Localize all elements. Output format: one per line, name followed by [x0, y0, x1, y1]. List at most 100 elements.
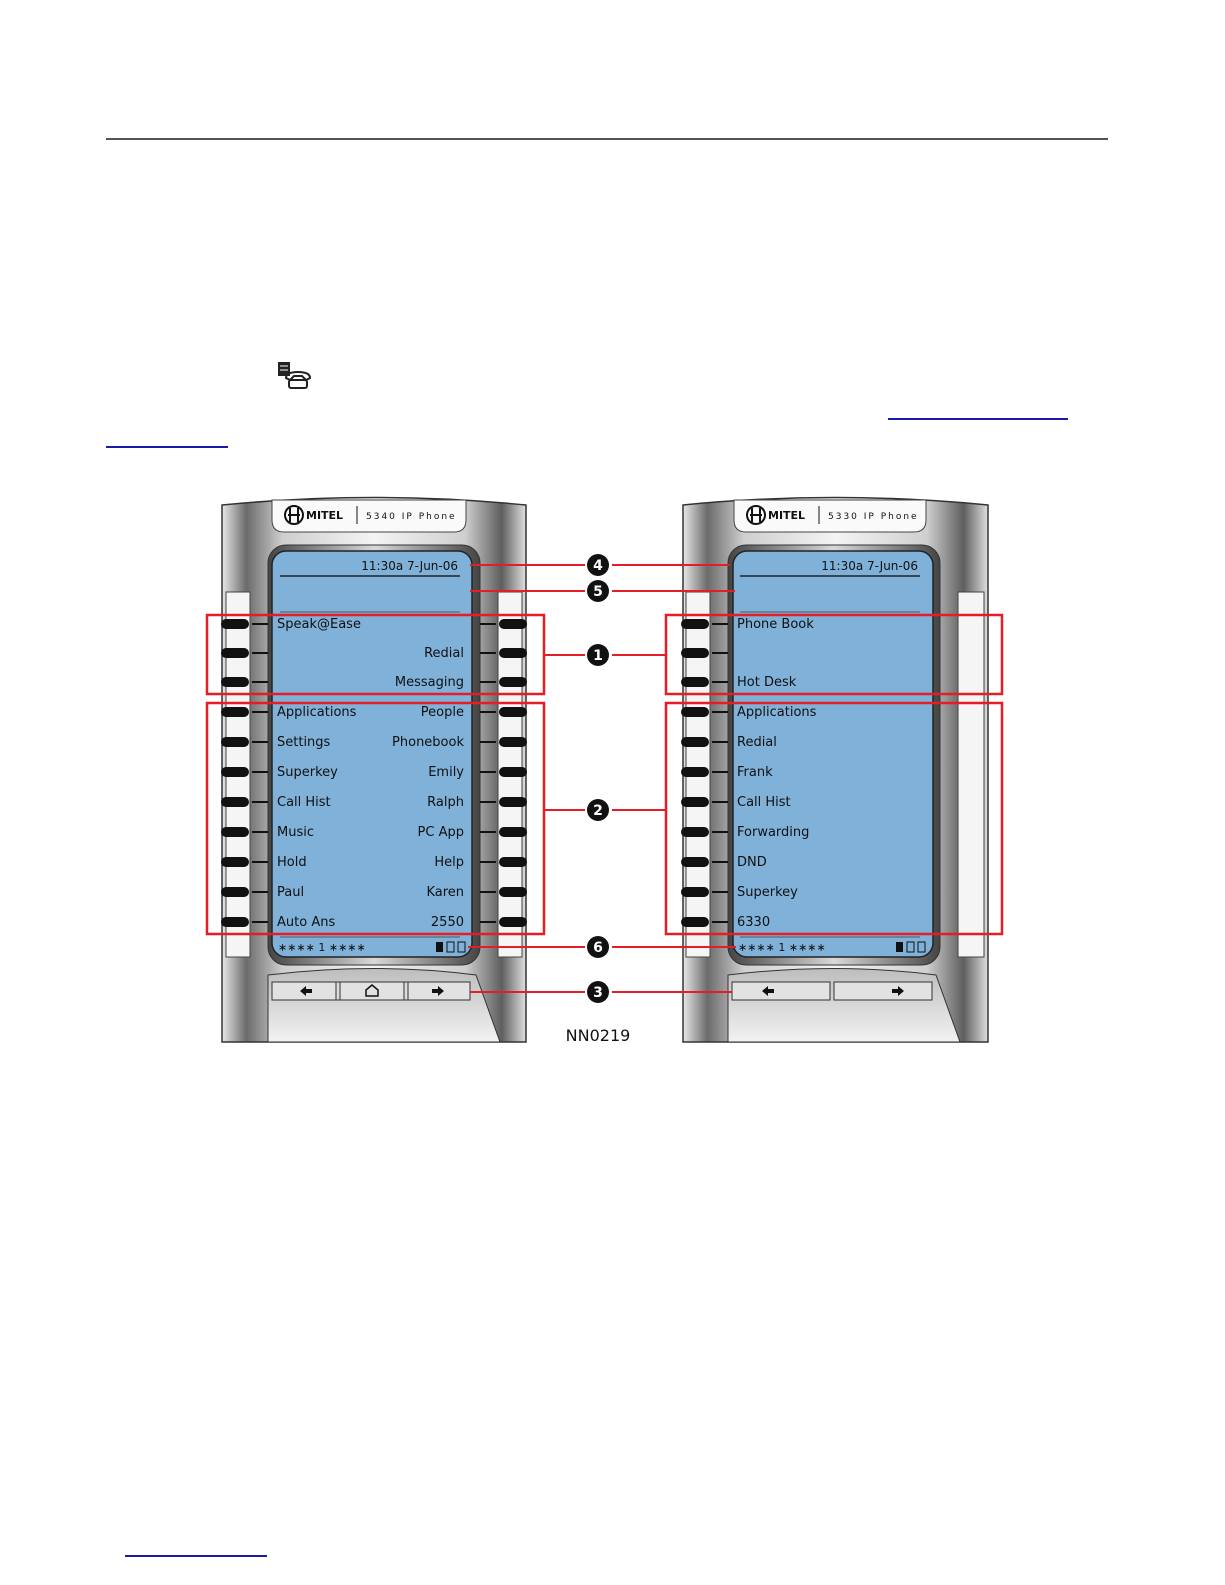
softkey-label: Forwarding — [737, 825, 809, 840]
softkey-button[interactable] — [499, 857, 527, 867]
softkey-button[interactable] — [221, 619, 249, 629]
footer-link-underline[interactable] — [125, 1555, 267, 1557]
softkey-button[interactable] — [221, 648, 249, 658]
softkey-label: Messaging — [395, 675, 464, 690]
softkey-button[interactable] — [221, 737, 249, 747]
softkey-left-2[interactable]: Superkey — [221, 765, 338, 780]
softkey-button[interactable] — [499, 827, 527, 837]
softkey-button[interactable] — [681, 917, 709, 927]
softkey-left-4[interactable]: Music — [221, 825, 314, 840]
hyperlink-underline-continued[interactable] — [106, 446, 228, 448]
softkey-button[interactable] — [499, 677, 527, 687]
softkey-top-right-1[interactable]: Redial — [424, 646, 527, 661]
softkey-1[interactable]: Redial — [681, 735, 777, 750]
softkey-button[interactable] — [681, 707, 709, 717]
softkey-button[interactable] — [499, 887, 527, 897]
softkey-label: Phone Book — [737, 617, 814, 632]
nav-key-right[interactable] — [833, 981, 933, 1001]
callout-leaders — [468, 564, 736, 993]
softkey-left-1[interactable]: Settings — [221, 735, 331, 750]
softkey-label: Emily — [428, 765, 464, 780]
softkey-2[interactable]: Frank — [681, 765, 773, 780]
softkey-button[interactable] — [681, 887, 709, 897]
softkey-3[interactable]: Call Hist — [681, 795, 791, 810]
softkey-button[interactable] — [221, 917, 249, 927]
softkey-button[interactable] — [499, 619, 527, 629]
softkey-button[interactable] — [499, 737, 527, 747]
softkey-button[interactable] — [499, 707, 527, 717]
softkey-right-4[interactable]: PC App — [418, 825, 527, 840]
callout-3: 3 — [587, 981, 609, 1003]
nav-key-right[interactable] — [407, 981, 471, 1001]
softkey-label: Paul — [277, 885, 304, 900]
figure-code: NN0219 — [566, 1026, 631, 1045]
softkey-button[interactable] — [681, 648, 709, 658]
status-icons — [896, 941, 926, 953]
svg-text:2: 2 — [593, 803, 603, 819]
nav-key-left[interactable] — [271, 981, 337, 1001]
softkey-label: Call Hist — [737, 795, 791, 810]
softkey-button[interactable] — [499, 648, 527, 658]
softkey-button[interactable] — [221, 677, 249, 687]
softkey-right-1[interactable]: Phonebook — [392, 735, 527, 750]
mitel-logo: MITEL — [284, 505, 343, 525]
softkey-0[interactable]: Applications — [681, 705, 817, 720]
softkey-right-7[interactable]: 2550 — [431, 915, 527, 930]
callout-4: 4 — [587, 554, 609, 576]
softkey-top-1[interactable] — [681, 648, 728, 658]
softkey-button[interactable] — [221, 857, 249, 867]
softkey-label: Auto Ans — [277, 915, 335, 930]
softkey-left-0[interactable]: Applications — [221, 705, 357, 720]
softkey-left-6[interactable]: Paul — [221, 885, 304, 900]
softkey-top-right-2[interactable]: Messaging — [395, 675, 527, 690]
softkey-5[interactable]: DND — [681, 855, 767, 870]
softkey-button[interactable] — [499, 917, 527, 927]
softkey-button[interactable] — [221, 767, 249, 777]
status-line: ∗∗∗∗ 1 ∗∗∗∗ — [738, 941, 826, 954]
softkey-button[interactable] — [681, 827, 709, 837]
softkey-button[interactable] — [681, 857, 709, 867]
softkey-button[interactable] — [221, 707, 249, 717]
softkey-right-5[interactable]: Help — [434, 855, 527, 870]
softkey-label: Hold — [277, 855, 307, 870]
softkey-right-2[interactable]: Emily — [428, 765, 527, 780]
softkey-button[interactable] — [221, 827, 249, 837]
softkey-top-2[interactable]: Hot Desk — [681, 675, 797, 690]
softkey-label: People — [421, 705, 464, 720]
datetime: 11:30a 7-Jun-06 — [361, 559, 458, 573]
softkey-button[interactable] — [221, 797, 249, 807]
softkey-button[interactable] — [499, 767, 527, 777]
softkey-button[interactable] — [499, 797, 527, 807]
softkey-top-left-0[interactable]: Speak@Ease — [221, 617, 361, 632]
softkey-top-left-2[interactable] — [221, 677, 268, 687]
model-label: 5340 IP Phone — [366, 512, 457, 522]
datetime: 11:30a 7-Jun-06 — [821, 559, 918, 573]
softkey-button[interactable] — [681, 767, 709, 777]
softkey-4[interactable]: Forwarding — [681, 825, 809, 840]
softkey-7[interactable]: 6330 — [681, 915, 770, 930]
softkey-button[interactable] — [681, 677, 709, 687]
softkey-button[interactable] — [681, 737, 709, 747]
softkey-top-right-0[interactable] — [480, 619, 527, 629]
status-line: ∗∗∗∗ 1 ∗∗∗∗ — [278, 941, 366, 954]
softkey-top-left-1[interactable] — [221, 648, 268, 658]
softkey-right-0[interactable]: People — [421, 705, 527, 720]
phone-settings-icon — [278, 362, 312, 389]
softkey-left-5[interactable]: Hold — [221, 855, 307, 870]
softkey-6[interactable]: Superkey — [681, 885, 798, 900]
softkey-left-3[interactable]: Call Hist — [221, 795, 331, 810]
nav-key-home[interactable] — [339, 981, 405, 1001]
softkey-right-6[interactable]: Karen — [426, 885, 527, 900]
softkey-right-3[interactable]: Ralph — [427, 795, 527, 810]
softkey-button[interactable] — [221, 887, 249, 897]
hyperlink-underline[interactable] — [888, 418, 1068, 420]
softkey-label: Ralph — [427, 795, 464, 810]
softkey-button[interactable] — [681, 619, 709, 629]
softkey-label: Superkey — [277, 765, 338, 780]
nav-key-left[interactable] — [731, 981, 831, 1001]
softkey-button[interactable] — [681, 797, 709, 807]
softkey-top-0[interactable]: Phone Book — [681, 617, 814, 632]
softkey-left-7[interactable]: Auto Ans — [221, 915, 335, 930]
